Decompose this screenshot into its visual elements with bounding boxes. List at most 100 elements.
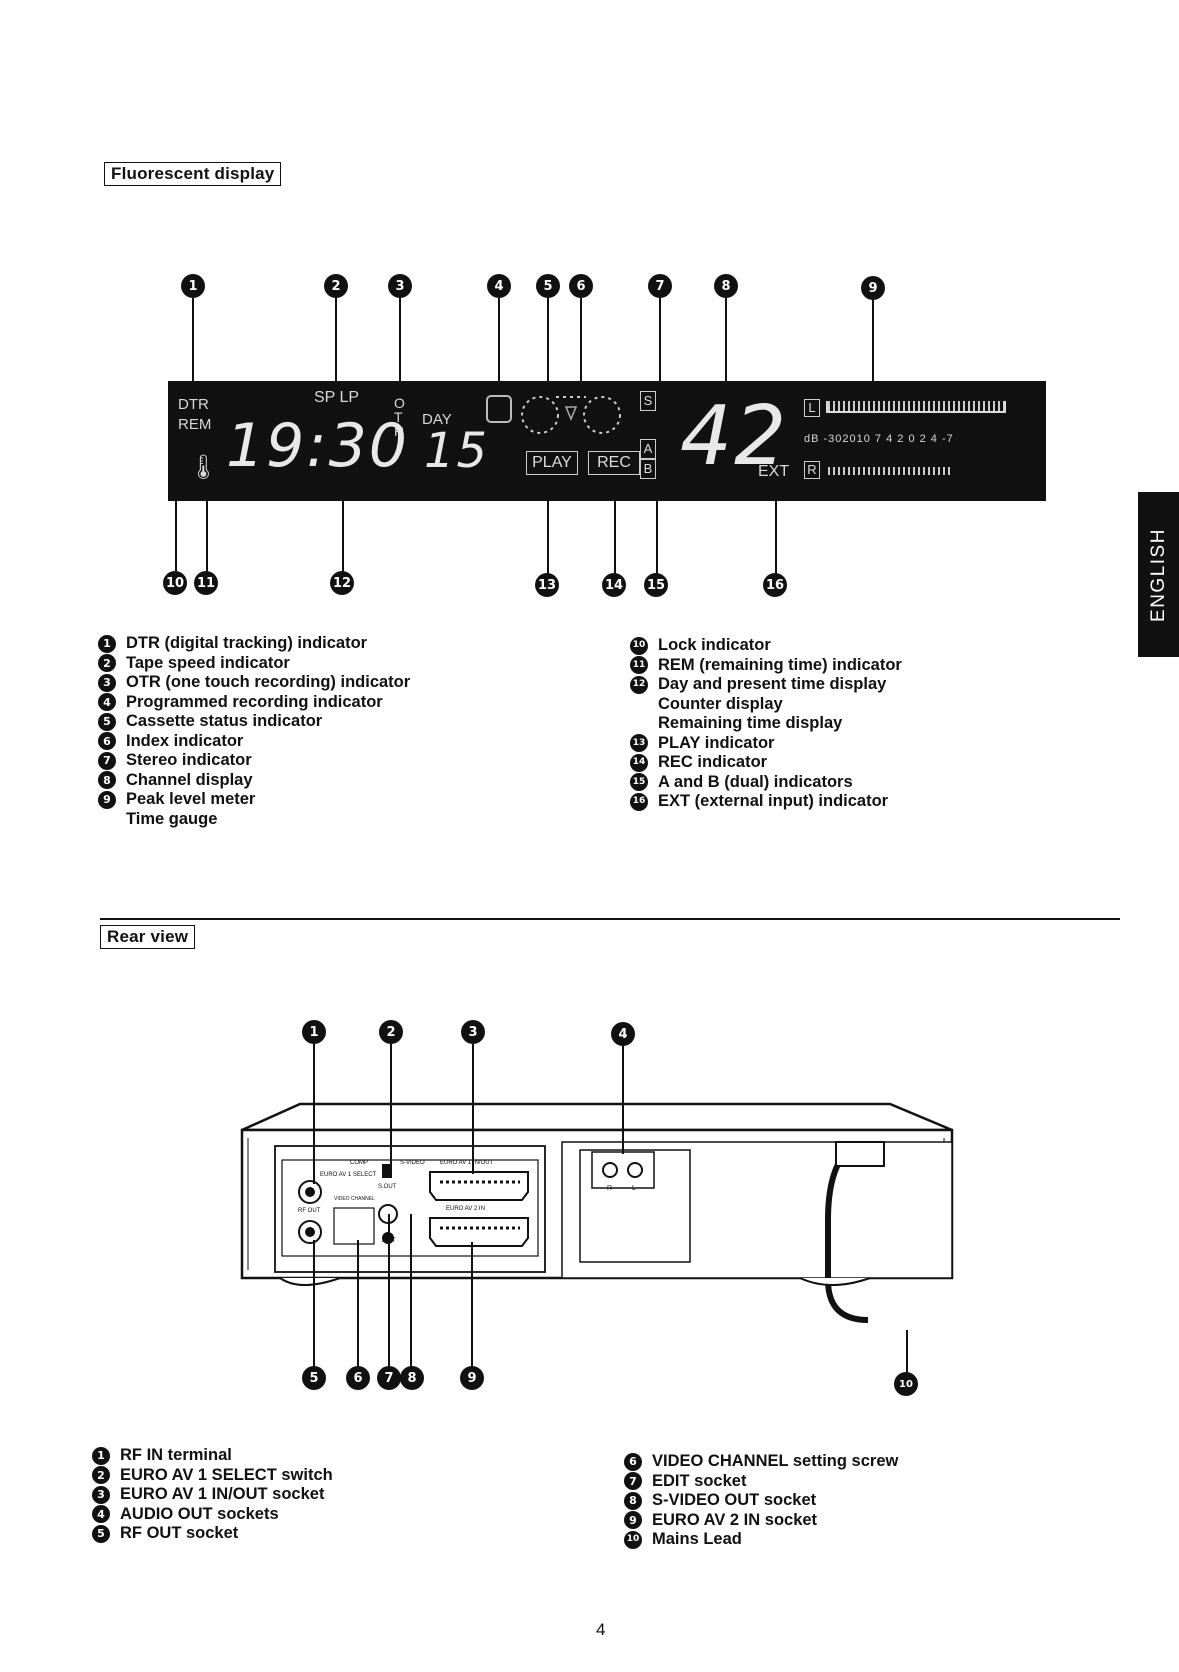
callout-14: 14 — [602, 573, 626, 597]
leader-line — [656, 500, 658, 580]
legend-text: Peak level meter — [126, 790, 256, 808]
callout-15: 15 — [644, 573, 668, 597]
rear-callout-5: 5 — [302, 1366, 326, 1390]
leader-line — [335, 298, 337, 382]
label-audio-l: L — [632, 1185, 636, 1192]
legend-number: 11 — [630, 656, 648, 675]
label-rf-out: RF OUT — [298, 1208, 321, 1214]
legend-number: 5 — [98, 712, 116, 731]
legend-number: 9 — [624, 1511, 642, 1530]
leader-line — [410, 1214, 412, 1368]
rear-callout-3: 3 — [461, 1020, 485, 1044]
programmed-recording-icon — [486, 395, 512, 423]
legend-number: 2 — [92, 1466, 110, 1485]
stereo-indicator: S — [640, 391, 656, 411]
leader-line — [906, 1330, 908, 1380]
legend-number: 7 — [98, 751, 116, 770]
legend-number: 4 — [92, 1505, 110, 1524]
legend-item: 2 EURO AV 1 SELECT switch — [92, 1466, 333, 1486]
legend-text: OTR (one touch recording) indicator — [126, 673, 411, 691]
legend-item: 9 EURO AV 2 IN socket — [624, 1511, 898, 1531]
ext-indicator: EXT — [758, 463, 790, 480]
legend-text: EXT (external input) indicator — [658, 792, 889, 810]
legend-number: 10 — [624, 1530, 642, 1549]
section-divider — [100, 918, 1120, 920]
legend-item: 15 A and B (dual) indicators — [630, 773, 902, 793]
leader-line — [192, 298, 194, 382]
legend-number: 16 — [630, 792, 648, 811]
leader-line — [547, 500, 549, 580]
dtr-indicator: DTR — [178, 396, 209, 413]
legend-text: A and B (dual) indicators — [658, 772, 853, 791]
leader-line — [725, 298, 727, 382]
legend-item: 6 Index indicator — [98, 732, 410, 752]
legend-text: Index indicator — [126, 731, 244, 750]
legend-text: RF IN terminal — [120, 1446, 232, 1464]
legend-text: Lock indicator — [658, 636, 771, 654]
legend-item: 16 EXT (external input) indicator — [630, 792, 902, 812]
legend-number: 15 — [630, 773, 648, 792]
legend-text-continued: Counter display — [658, 694, 783, 713]
play-indicator: PLAY — [526, 451, 578, 475]
rear-view-title: Rear view — [100, 925, 196, 949]
legend-number: 14 — [630, 753, 648, 772]
leader-line — [357, 1240, 359, 1368]
day-value-display: 15 — [424, 423, 490, 479]
label-svideo: S-VIDEO — [400, 1160, 425, 1166]
day-label: DAY — [422, 411, 452, 428]
vcr-rear-illustration — [240, 1102, 954, 1323]
legend-item: 14 REC indicator — [630, 753, 902, 773]
leader-line — [206, 500, 208, 580]
leader-line — [547, 298, 549, 382]
label-euro-av2-in: EURO AV 2 IN — [446, 1206, 485, 1212]
rem-indicator: REM — [178, 416, 212, 433]
b-indicator: B — [640, 459, 656, 479]
rear-callout-10: 10 — [894, 1372, 918, 1396]
leader-line — [175, 500, 177, 580]
legend-number: 6 — [624, 1452, 642, 1471]
callout-16: 16 — [763, 573, 787, 597]
legend-text: RF OUT socket — [120, 1524, 239, 1542]
rear-callout-7: 7 — [377, 1366, 401, 1390]
legend-number: 13 — [630, 734, 648, 753]
legend-number: 9 — [98, 790, 116, 809]
otr-indicator-o: O — [394, 395, 405, 411]
legend-number: 8 — [98, 771, 116, 790]
legend-number: 1 — [98, 634, 116, 653]
legend-text: EURO AV 2 IN socket — [652, 1510, 818, 1529]
legend-number: 6 — [98, 732, 116, 751]
legend-text: EDIT socket — [652, 1471, 747, 1490]
leader-line — [388, 1214, 390, 1368]
peak-meter-r — [828, 467, 950, 475]
legend-text: EURO AV 1 SELECT switch — [120, 1465, 333, 1484]
legend-item: 10 Lock indicator — [630, 636, 902, 656]
legend-text: REC indicator — [658, 753, 768, 771]
present-time-display: 19:30 — [226, 411, 409, 481]
legend-number: 1 — [92, 1446, 110, 1465]
fluorescent-display-panel: DTR REM 🌡 SP LP O T R DAY 19:30 15 S A B… — [168, 381, 1046, 501]
rear-callout-9: 9 — [460, 1366, 484, 1390]
legend-number: 2 — [98, 654, 116, 673]
legend-item: 1 RF IN terminal — [92, 1446, 333, 1466]
label-euro-av1-inout: EURO AV 1 IN/OUT — [440, 1160, 494, 1166]
leader-line — [472, 1044, 474, 1174]
callout-3: 3 — [388, 274, 412, 298]
rear-callout-8: 8 — [400, 1366, 424, 1390]
callout-10: 10 — [163, 571, 187, 595]
leader-line — [342, 500, 344, 580]
leader-line — [659, 298, 661, 382]
legend-text: Programmed recording indicator — [126, 692, 383, 711]
leader-line — [498, 298, 500, 382]
legend-text: Stereo indicator — [126, 751, 252, 769]
legend-number: 5 — [92, 1524, 110, 1543]
label-audio-r: R — [607, 1185, 613, 1192]
leader-line — [872, 298, 874, 382]
legend-text: Day and present time display — [658, 675, 887, 693]
legend-number: 10 — [630, 636, 648, 655]
